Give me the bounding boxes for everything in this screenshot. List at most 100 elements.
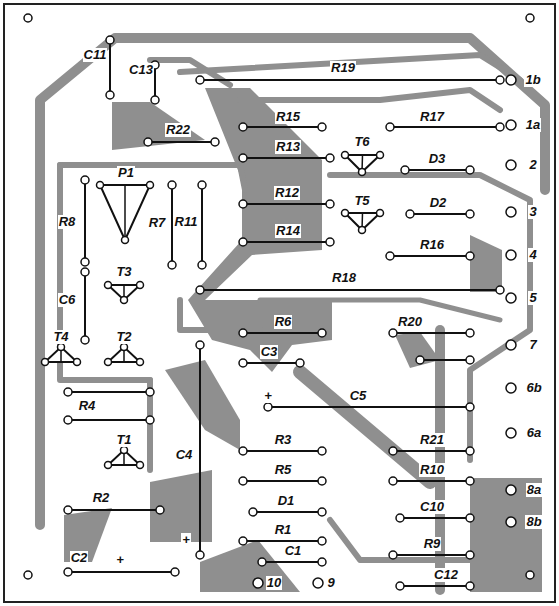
part-label: R16 xyxy=(419,238,445,252)
part-label: R18 xyxy=(331,271,357,285)
component-lead xyxy=(199,345,201,555)
component-lead xyxy=(243,157,330,159)
component-lead xyxy=(243,126,322,128)
mounting-hole xyxy=(24,14,32,22)
solder-pad xyxy=(105,462,112,469)
component-lead xyxy=(201,185,203,265)
part-label: C2 xyxy=(70,551,89,565)
solder-pad xyxy=(406,210,414,218)
solder-pad xyxy=(258,558,266,566)
component-lead xyxy=(200,289,500,291)
component-lead xyxy=(148,141,215,143)
solder-pad xyxy=(239,359,247,367)
component-lead xyxy=(393,480,470,482)
solder-pad xyxy=(42,359,49,366)
solder-pad xyxy=(506,383,516,393)
component-lead xyxy=(243,241,330,243)
solder-pad xyxy=(249,508,257,516)
solder-pad xyxy=(466,447,474,455)
part-label: 3 xyxy=(528,205,537,219)
solder-pad xyxy=(239,329,247,337)
solder-pad xyxy=(416,356,424,364)
solder-pad xyxy=(81,258,89,266)
solder-pad xyxy=(506,250,516,260)
component-lead xyxy=(405,169,470,171)
part-label: P1 xyxy=(117,166,135,180)
part-label: R12 xyxy=(274,186,300,200)
solder-pad xyxy=(97,182,104,189)
part-label: R9 xyxy=(423,537,442,551)
part-label: + xyxy=(263,389,273,403)
component-lead xyxy=(268,406,470,408)
part-label: R5 xyxy=(274,463,293,477)
solder-pad xyxy=(239,154,247,162)
component-lead xyxy=(393,450,470,452)
solder-pad xyxy=(64,568,72,576)
solder-pad xyxy=(386,252,394,260)
part-label: D3 xyxy=(428,152,447,166)
component-lead xyxy=(243,203,330,205)
solder-pad xyxy=(326,154,334,162)
solder-pad xyxy=(106,36,114,44)
component-lead xyxy=(68,391,150,393)
solder-pad xyxy=(466,582,474,590)
solder-pad xyxy=(196,286,204,294)
solder-pad xyxy=(466,477,474,485)
component-lead xyxy=(262,561,322,563)
solder-pad xyxy=(377,152,384,159)
solder-pad xyxy=(326,238,334,246)
solder-pad xyxy=(506,293,516,303)
component-lead xyxy=(393,332,470,334)
part-label: 10 xyxy=(266,576,282,590)
solder-pad xyxy=(121,297,128,304)
part-label: T1 xyxy=(115,433,132,447)
solder-pad xyxy=(318,329,326,337)
part-label: T5 xyxy=(353,194,370,208)
solder-pad xyxy=(137,282,144,289)
solder-pad xyxy=(318,123,326,131)
solder-pad xyxy=(506,340,516,350)
solder-pad xyxy=(359,169,366,176)
part-label: R2 xyxy=(92,491,111,505)
solder-pad xyxy=(401,166,409,174)
component-lead xyxy=(390,126,500,128)
solder-pad xyxy=(296,359,304,367)
component-lead xyxy=(200,79,500,81)
part-label: 1a xyxy=(525,118,541,132)
solder-pad xyxy=(396,582,404,590)
solder-pad xyxy=(386,123,394,131)
solder-pad xyxy=(506,207,516,217)
component-lead xyxy=(243,450,322,452)
solder-pad xyxy=(506,428,516,438)
part-label: R10 xyxy=(419,463,445,477)
solder-pad xyxy=(81,336,89,344)
solder-pad xyxy=(147,182,154,189)
solder-pad xyxy=(81,176,89,184)
solder-pad xyxy=(389,477,397,485)
part-label: C6 xyxy=(58,293,77,307)
component-lead xyxy=(68,509,160,511)
part-label: R11 xyxy=(174,215,199,229)
part-label: D1 xyxy=(277,494,296,508)
solder-pad xyxy=(506,75,516,85)
component-lead xyxy=(253,511,322,513)
solder-pad xyxy=(466,356,474,364)
component-lead xyxy=(84,180,86,262)
solder-pad xyxy=(466,166,474,174)
solder-pad xyxy=(239,123,247,131)
solder-pad xyxy=(496,76,504,84)
solder-pad xyxy=(196,341,204,349)
solder-pad xyxy=(137,462,144,469)
solder-pad xyxy=(196,76,204,84)
component-lead xyxy=(243,362,300,364)
solder-pad xyxy=(466,403,474,411)
component-lead xyxy=(393,554,470,556)
solder-pad xyxy=(168,181,176,189)
part-label: + xyxy=(115,553,125,567)
solder-pad xyxy=(506,485,516,495)
solder-pad xyxy=(198,181,206,189)
part-label: R1 xyxy=(274,523,293,537)
mounting-hole xyxy=(24,571,32,579)
component-lead xyxy=(68,571,175,573)
